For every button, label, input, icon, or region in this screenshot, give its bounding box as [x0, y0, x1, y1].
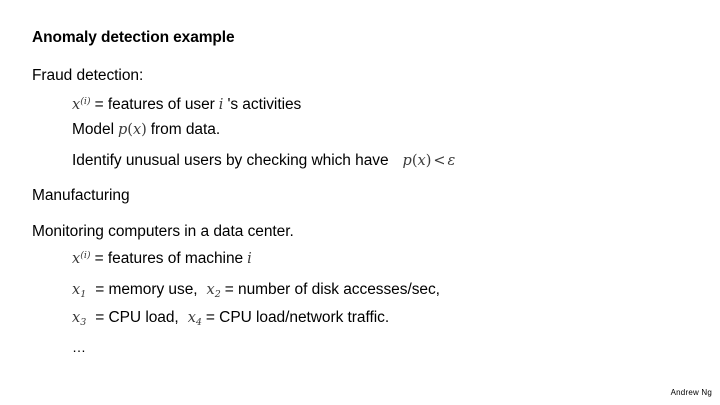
x3-label-text: = CPU load,	[95, 309, 179, 326]
identify-text: Identify unusual users by checking which…	[72, 152, 389, 169]
math-i-index: i	[247, 251, 252, 267]
fraud-detection-heading: Fraud detection:	[32, 67, 144, 84]
ellipsis-line: …	[72, 339, 86, 355]
features-x3-x4-line: x3 = CPU load, x4= CPU load/network traffi…	[72, 308, 389, 329]
math-p-of-x-less-epsilon: p(x)<ε	[402, 153, 456, 169]
math-p-of-x: p(x)	[117, 122, 147, 138]
math-x-subscript-1: x1	[72, 282, 87, 300]
fraud-features-text: = features of user	[94, 96, 215, 113]
model-prefix-text: Model	[72, 121, 114, 138]
math-x-superscript-i: x(i)	[72, 250, 91, 267]
page-title: Anomaly detection example	[32, 29, 235, 46]
monitoring-line: Monitoring computers in a data center.	[32, 223, 294, 240]
math-x-subscript-3: x3	[72, 310, 87, 328]
x4-label-text: = CPU load/network traffic.	[205, 309, 390, 326]
features-x1-x2-line: x1 = memory use, x2= number of disk access…	[72, 280, 440, 301]
fraud-features-suffix: 's activities	[227, 96, 302, 113]
model-suffix-text: from data.	[150, 121, 221, 138]
math-i-index: i	[218, 97, 224, 113]
x2-label-text: = number of disk accesses/sec,	[224, 281, 440, 298]
math-x-superscript-i: x(i)	[72, 96, 91, 113]
manufacturing-heading: Manufacturing	[32, 187, 130, 204]
x1-label-text: = memory use,	[95, 281, 198, 298]
fraud-identify-line: Identify unusual users by checking which…	[72, 151, 455, 171]
math-x-subscript-2: x2	[206, 282, 221, 300]
footer-credit: Andrew Ng	[670, 388, 712, 397]
math-x-subscript-4: x4	[187, 310, 202, 328]
machine-features-text: = features of machine	[94, 250, 244, 267]
